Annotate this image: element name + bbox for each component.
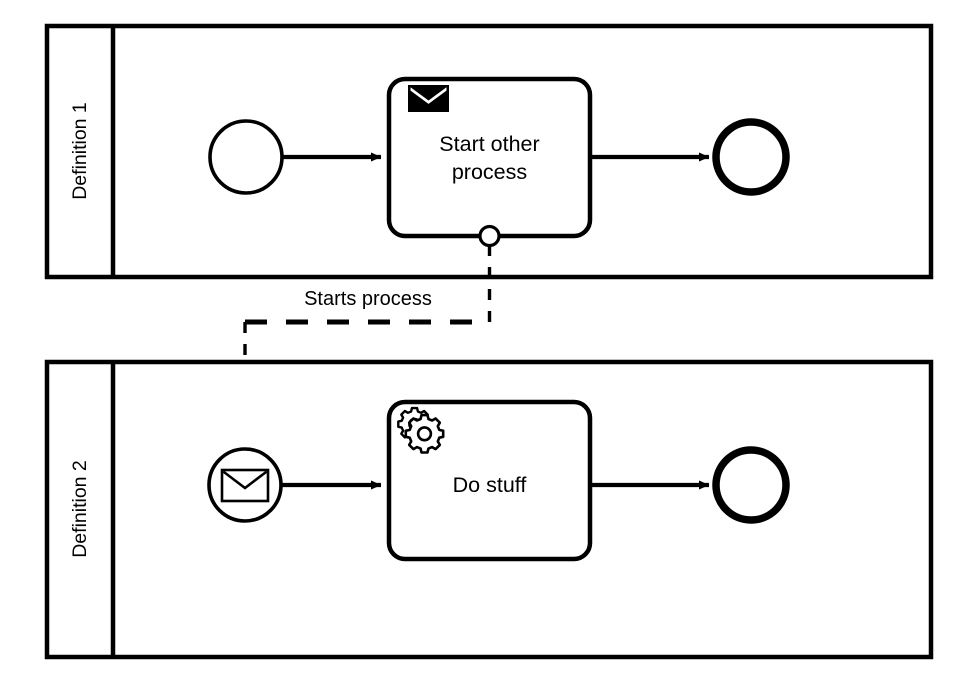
gear-icon xyxy=(397,406,445,454)
task-1-label-line1: Start other xyxy=(439,132,539,156)
start-event-1-circle xyxy=(208,119,284,195)
task-1-label-line2: process xyxy=(452,160,527,184)
end-event-1-circle xyxy=(712,118,790,196)
task-1-message-source-node[interactable] xyxy=(478,224,501,248)
pool-2-label: Definition 2 xyxy=(69,460,91,558)
end-event-1[interactable] xyxy=(712,118,790,196)
end-event-2-circle xyxy=(712,446,790,524)
start-event-1[interactable] xyxy=(208,119,284,195)
task-2-label: Do stuff xyxy=(453,473,527,497)
envelope-filled-icon xyxy=(408,85,449,112)
message-start-event-2[interactable] xyxy=(207,447,283,523)
message-flow-label: Starts process xyxy=(304,288,432,310)
service-task-do-stuff[interactable]: Do stuff xyxy=(386,399,593,562)
end-event-2[interactable] xyxy=(712,446,790,524)
envelope-outline-icon xyxy=(220,468,270,503)
send-task-start-other-process[interactable]: Start other process xyxy=(386,76,593,248)
pool-1-label: Definition 1 xyxy=(69,102,91,200)
